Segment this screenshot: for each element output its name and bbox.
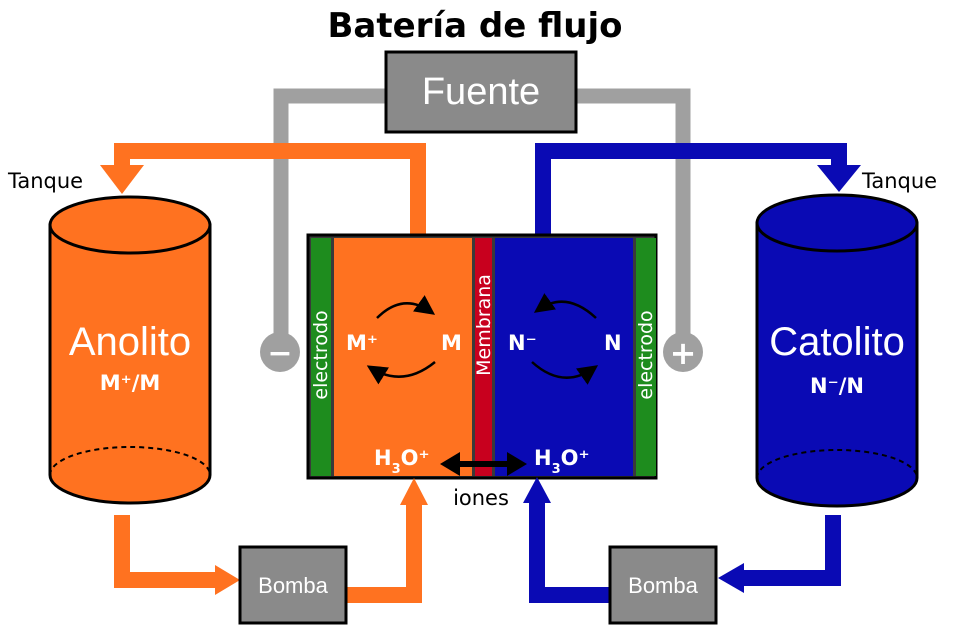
right-tank-species: N⁻/N (810, 374, 864, 398)
ion-exchange-arrow (440, 452, 527, 476)
positive-sign: + (670, 334, 697, 372)
catholyte-half-cell (495, 238, 633, 476)
right-oxidized-species: N (604, 331, 622, 355)
left-reduced-species: M (441, 331, 462, 355)
left-ion-formula: H3O⁺ (374, 446, 430, 477)
right-reduced-species: N⁻ (508, 331, 537, 355)
membrane (475, 238, 492, 476)
right-ion-formula: H3O⁺ (534, 446, 590, 477)
title: Batería de flujo (327, 6, 622, 46)
wire-positive (576, 88, 691, 335)
negative-sign: − (267, 336, 292, 371)
left-electrode (311, 238, 331, 476)
left-pump-label: Bomba (258, 573, 328, 598)
positive-terminal: + (663, 332, 703, 372)
right-pump: Bomba (608, 545, 718, 625)
catholyte-flow-top (535, 143, 861, 238)
catholyte-flow-bottom (523, 477, 841, 603)
left-pump: Bomba (238, 545, 348, 625)
right-electrode-label: electrodo (635, 310, 657, 399)
right-electrode (636, 238, 656, 476)
right-pump-label: Bomba (628, 573, 698, 598)
anolyte-tank (48, 195, 212, 505)
anolyte-flow-bottom (114, 478, 428, 603)
right-tank-caption: Tanque (861, 169, 937, 193)
electrochemical-cell (306, 233, 658, 480)
left-tank-caption: Tanque (7, 169, 83, 193)
source-label: Fuente (422, 71, 540, 113)
membrane-label: Membrana (473, 274, 495, 376)
left-redox-arrows (366, 295, 436, 385)
ions-label: iones (453, 486, 509, 510)
anolyte-flow-top (100, 143, 426, 238)
anolyte-half-cell (334, 238, 472, 476)
right-redox-arrows (531, 293, 599, 385)
left-oxidized-species: M⁺ (346, 331, 378, 355)
right-tank-name: Catolito (769, 320, 905, 364)
left-electrode-label: electrodo (310, 310, 332, 399)
wire-negative (273, 88, 386, 335)
left-tank-species: M⁺/M (100, 371, 161, 395)
negative-terminal: − (260, 332, 300, 372)
catholyte-tank (755, 193, 919, 508)
power-source: Fuente (384, 50, 578, 134)
left-tank-name: Anolito (69, 320, 191, 364)
